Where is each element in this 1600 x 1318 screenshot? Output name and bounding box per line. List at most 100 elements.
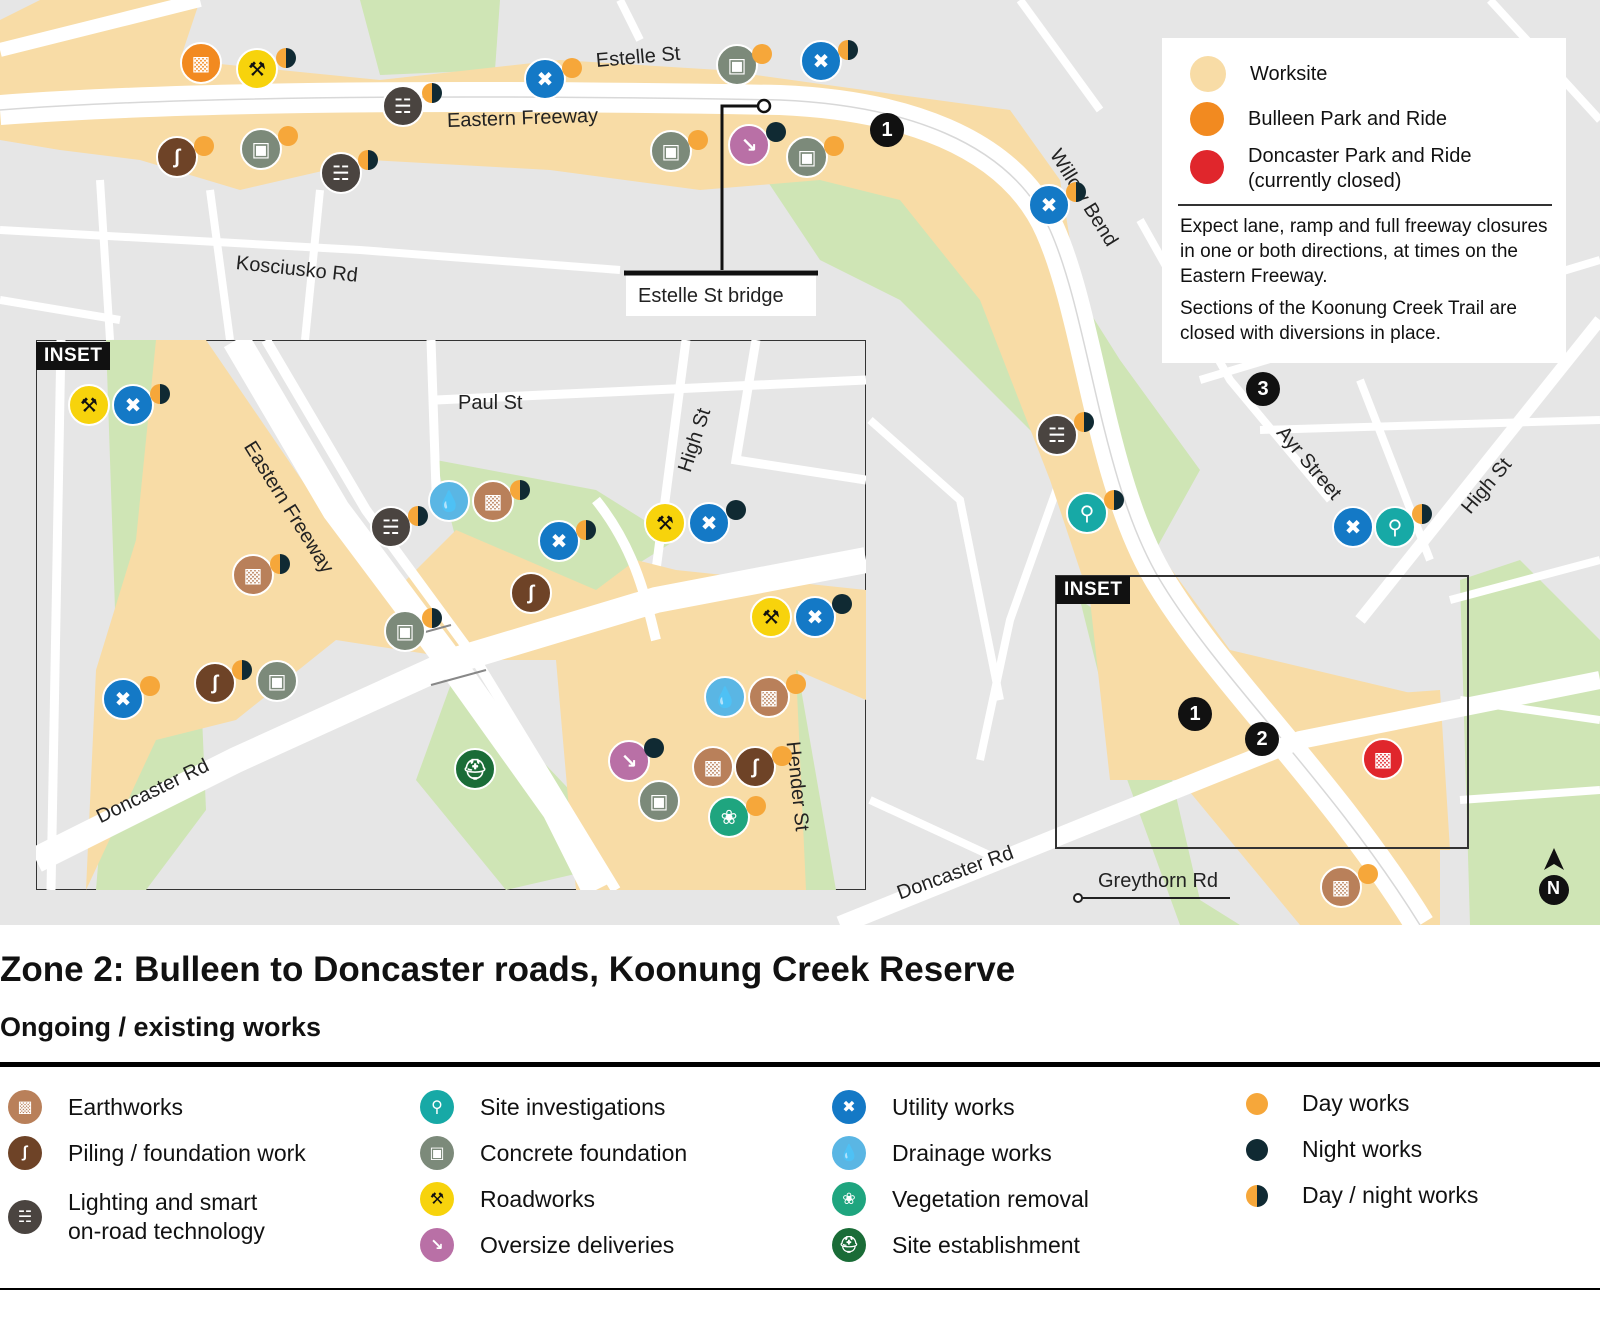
key-lighting-line2: on-road technology (68, 1218, 265, 1244)
piling-icon[interactable]: ∫ (156, 136, 198, 178)
roadworks-icon[interactable]: ⚒ (236, 48, 278, 90)
concrete-icon[interactable]: ▣ (240, 128, 282, 170)
high-st-road (1355, 316, 1600, 624)
lighting-key-icon: ☵ (8, 1200, 42, 1234)
key-night-label: Night works (1302, 1136, 1423, 1162)
map-legend: Worksite Bulleen Park and Ride Doncaster… (1162, 38, 1566, 363)
utility-icon[interactable]: ✖ (102, 678, 144, 720)
page-subtitle: Ongoing / existing works (0, 1012, 322, 1042)
utility-icon[interactable]: ✖ (800, 40, 842, 82)
key-day-label: Day works (1302, 1090, 1410, 1116)
key-concrete: ▣ Concrete foundation (420, 1136, 687, 1170)
utility-key-icon: ✖ (832, 1090, 866, 1124)
concrete-icon[interactable]: ▣ (650, 130, 692, 172)
key-utility: ✖Utility works (832, 1090, 1015, 1124)
doncaster-park-ride-icon[interactable]: ▩ (1362, 738, 1404, 780)
roadworks-icon[interactable]: ⚒ (68, 384, 110, 426)
piling-icon[interactable]: ∫ (510, 572, 552, 614)
site-investigation-icon[interactable]: ⚲ (1066, 492, 1108, 534)
inset-tag: INSET (36, 342, 111, 370)
day-night-dot (276, 48, 296, 68)
lighting-icon[interactable]: ☵ (1036, 414, 1078, 456)
earthworks-icon[interactable]: ▩ (748, 676, 790, 718)
concrete-icon[interactable]: ▣ (786, 136, 828, 178)
location-marker-1-inset[interactable]: 1 (1178, 697, 1212, 731)
concrete-key-icon: ▣ (420, 1136, 454, 1170)
key-oversize-label: Oversize deliveries (480, 1231, 675, 1258)
utility-icon[interactable]: ✖ (1332, 506, 1374, 548)
piling-icon[interactable]: ∫ (194, 662, 236, 704)
day-night-key-dot (1246, 1184, 1268, 1207)
location-marker-2[interactable]: 2 (1245, 722, 1279, 756)
earthworks-icon[interactable]: ▩ (692, 746, 734, 788)
earthworks-icon[interactable]: ▩ (472, 480, 514, 522)
legend-divider (1178, 204, 1552, 206)
concrete-icon[interactable]: ▣ (638, 780, 680, 822)
legend-bulleen-label: Bulleen Park and Ride (1248, 107, 1448, 130)
lighting-icon[interactable]: ☵ (370, 506, 412, 548)
utility-icon[interactable]: ✖ (794, 596, 836, 638)
inset-outline (1055, 575, 1469, 849)
day-dot (746, 796, 766, 816)
key-lighting-line1: Lighting and smart (68, 1189, 258, 1215)
day-night-dot (270, 554, 290, 574)
site-establishment-icon[interactable]: ⛑ (454, 748, 496, 790)
utility-icon[interactable]: ✖ (1028, 184, 1070, 226)
drainage-icon[interactable]: 💧 (704, 676, 746, 718)
legend-doncaster: Doncaster Park and Ride (currently closed… (1190, 144, 1471, 194)
day-dot (194, 136, 214, 156)
night-dot (726, 500, 746, 520)
roadworks-icon[interactable]: ⚒ (644, 502, 686, 544)
divider-top (0, 1062, 1600, 1067)
day-night-dot (576, 520, 596, 540)
vegetation-icon[interactable]: ❀ (708, 796, 750, 838)
key-oversize: ↘Oversize deliveries (420, 1228, 674, 1262)
oversize-icon[interactable]: ↘ (728, 124, 770, 166)
roadworks-icon[interactable]: ⚒ (750, 596, 792, 638)
doncaster-rd-road (836, 671, 1600, 925)
key-concrete-label: Concrete foundation (480, 1139, 688, 1166)
utility-icon[interactable]: ✖ (112, 384, 154, 426)
key-lighting: ☵ Lighting and smart on-road technology (8, 1188, 265, 1246)
legend-worksite: Worksite (1190, 56, 1327, 92)
legend-doncaster-line1: Doncaster Park and Ride (1248, 145, 1472, 167)
earthworks-icon[interactable]: ▩ (1320, 866, 1362, 908)
day-night-dot (1104, 490, 1124, 510)
day-dot (688, 130, 708, 150)
north-arrow-icon (1539, 848, 1569, 905)
key-vegetation: ❀Vegetation removal (832, 1182, 1089, 1216)
inset-panel[interactable] (36, 340, 866, 890)
lighting-icon[interactable]: ☵ (320, 152, 362, 194)
concrete-icon[interactable]: ▣ (716, 44, 758, 86)
key-site-est-label: Site establishment (892, 1231, 1080, 1258)
bulleen-park-ride-icon[interactable]: ▩ (180, 42, 222, 84)
concrete-icon[interactable]: ▣ (256, 660, 298, 702)
utility-icon[interactable]: ✖ (688, 502, 730, 544)
day-night-dot (510, 480, 530, 500)
location-marker-1[interactable]: 1 (870, 113, 904, 147)
day-night-dot (232, 660, 252, 680)
day-dot (824, 136, 844, 156)
day-night-dot (150, 384, 170, 404)
piling-icon[interactable]: ∫ (734, 746, 776, 788)
site-investigation-icon[interactable]: ⚲ (1374, 506, 1416, 548)
location-marker-3[interactable]: 3 (1246, 372, 1280, 406)
lighting-icon[interactable]: ☵ (382, 85, 424, 127)
utility-icon[interactable]: ✖ (538, 520, 580, 562)
day-dot (278, 126, 298, 146)
legend-doncaster-line2: (currently closed) (1248, 170, 1402, 192)
inset-marker-tag: INSET (1056, 576, 1131, 604)
key-roadworks-label: Roadworks (480, 1185, 596, 1212)
doncaster-park-ride-legend-icon (1190, 150, 1224, 184)
oversize-icon[interactable]: ↘ (608, 740, 650, 782)
zone-map[interactable]: Estelle St Eastern Freeway Kosciusko Rd … (0, 0, 1600, 925)
day-night-dot (358, 150, 378, 170)
concrete-icon[interactable]: ▣ (384, 610, 426, 652)
earthworks-icon[interactable]: ▩ (232, 554, 274, 596)
utility-icon[interactable]: ✖ (524, 58, 566, 100)
key-day: Day works (1240, 1090, 1409, 1117)
legend-note-trail: Sections of the Koonung Creek Trail are … (1180, 298, 1517, 344)
key-daynight-label: Day / night works (1302, 1182, 1479, 1208)
day-key-dot (1246, 1092, 1268, 1115)
drainage-icon[interactable]: 💧 (428, 480, 470, 522)
